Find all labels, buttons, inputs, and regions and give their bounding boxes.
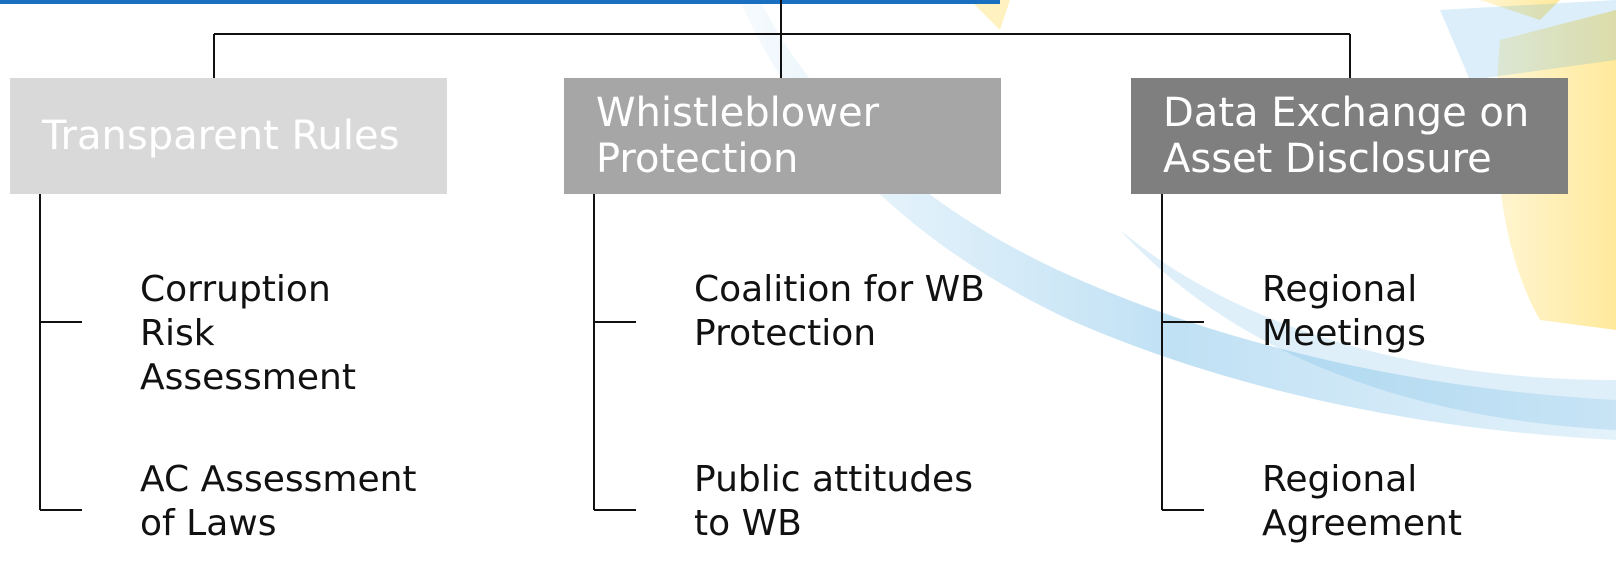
list-item-corruption-risk-assessment: Corruption Risk Assessment bbox=[140, 269, 356, 398]
blue-swoosh-lower bbox=[1120, 230, 1616, 430]
branch-title: Whistleblower Protection bbox=[596, 90, 880, 182]
yellow-shape-top bbox=[1480, 0, 1560, 20]
top-accent-bar bbox=[0, 0, 1000, 4]
list-item-public-attitudes-to-wb: Public attitudes to WB bbox=[694, 459, 973, 544]
branch-title: Transparent Rules bbox=[42, 113, 400, 159]
list-item-coalition-for-wb-protection: Coalition for WB Protection bbox=[694, 269, 985, 354]
branch-box-whistleblower-protection: Whistleblower Protection bbox=[564, 78, 1001, 194]
branch-box-data-exchange: Data Exchange on Asset Disclosure bbox=[1131, 78, 1568, 194]
branch-title: Data Exchange on Asset Disclosure bbox=[1163, 90, 1530, 182]
blue-shape-right bbox=[1440, 0, 1616, 80]
branch-box-transparent-rules: Transparent Rules bbox=[10, 78, 447, 194]
yellow-shape-center bbox=[970, 0, 1010, 30]
list-item-ac-assessment-of-laws: AC Assessment of Laws bbox=[140, 459, 417, 544]
list-item-regional-agreement: Regional Agreement bbox=[1262, 459, 1462, 544]
blue-swoosh-shape bbox=[740, 0, 1616, 440]
list-item-regional-meetings: Regional Meetings bbox=[1262, 269, 1426, 354]
